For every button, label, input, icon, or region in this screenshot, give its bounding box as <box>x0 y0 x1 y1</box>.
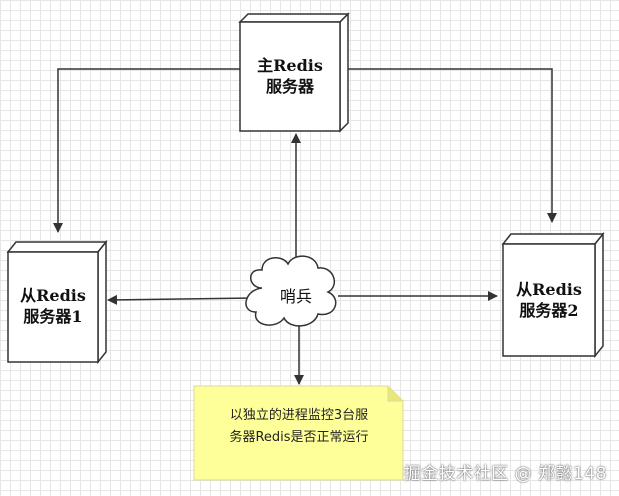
note-text-line2: 务器Redis是否正常运行 <box>229 430 369 445</box>
slave1-server-label-line2: 服务器1 <box>23 307 83 326</box>
slave2-server-node <box>501 231 605 359</box>
master-server-label-line2: 服务器 <box>265 77 314 96</box>
master-server-node <box>238 12 350 133</box>
master-server-label-line1: 主Redis <box>257 56 323 75</box>
master-server-label: 主Redis 服务器 <box>240 52 340 100</box>
note-text-line1: 以独立的进程监控3台服 <box>229 408 369 423</box>
slave1-server-label-line1: 从Redis <box>20 286 86 305</box>
sentinel-label: 哨兵 <box>279 287 312 306</box>
slave1-server-node <box>6 239 108 365</box>
slave1-server-label: 从Redis 服务器1 <box>8 282 98 330</box>
edge-master-to-slave2 <box>338 68 557 223</box>
sentinel-cloud-node <box>245 255 337 327</box>
note-node <box>193 385 404 481</box>
slave2-server-label-line1: 从Redis <box>516 280 582 299</box>
edge-master-to-slave1 <box>53 68 240 233</box>
note-text: 以独立的进程监控3台服 务器Redis是否正常运行 <box>196 405 402 465</box>
slave2-server-label: 从Redis 服务器2 <box>503 276 595 324</box>
slave2-server-label-line2: 服务器2 <box>519 301 579 320</box>
watermark: 掘金技术社区 @ 郑懿148 <box>403 464 607 484</box>
edge-sentinel-to-slave1 <box>107 294 255 305</box>
